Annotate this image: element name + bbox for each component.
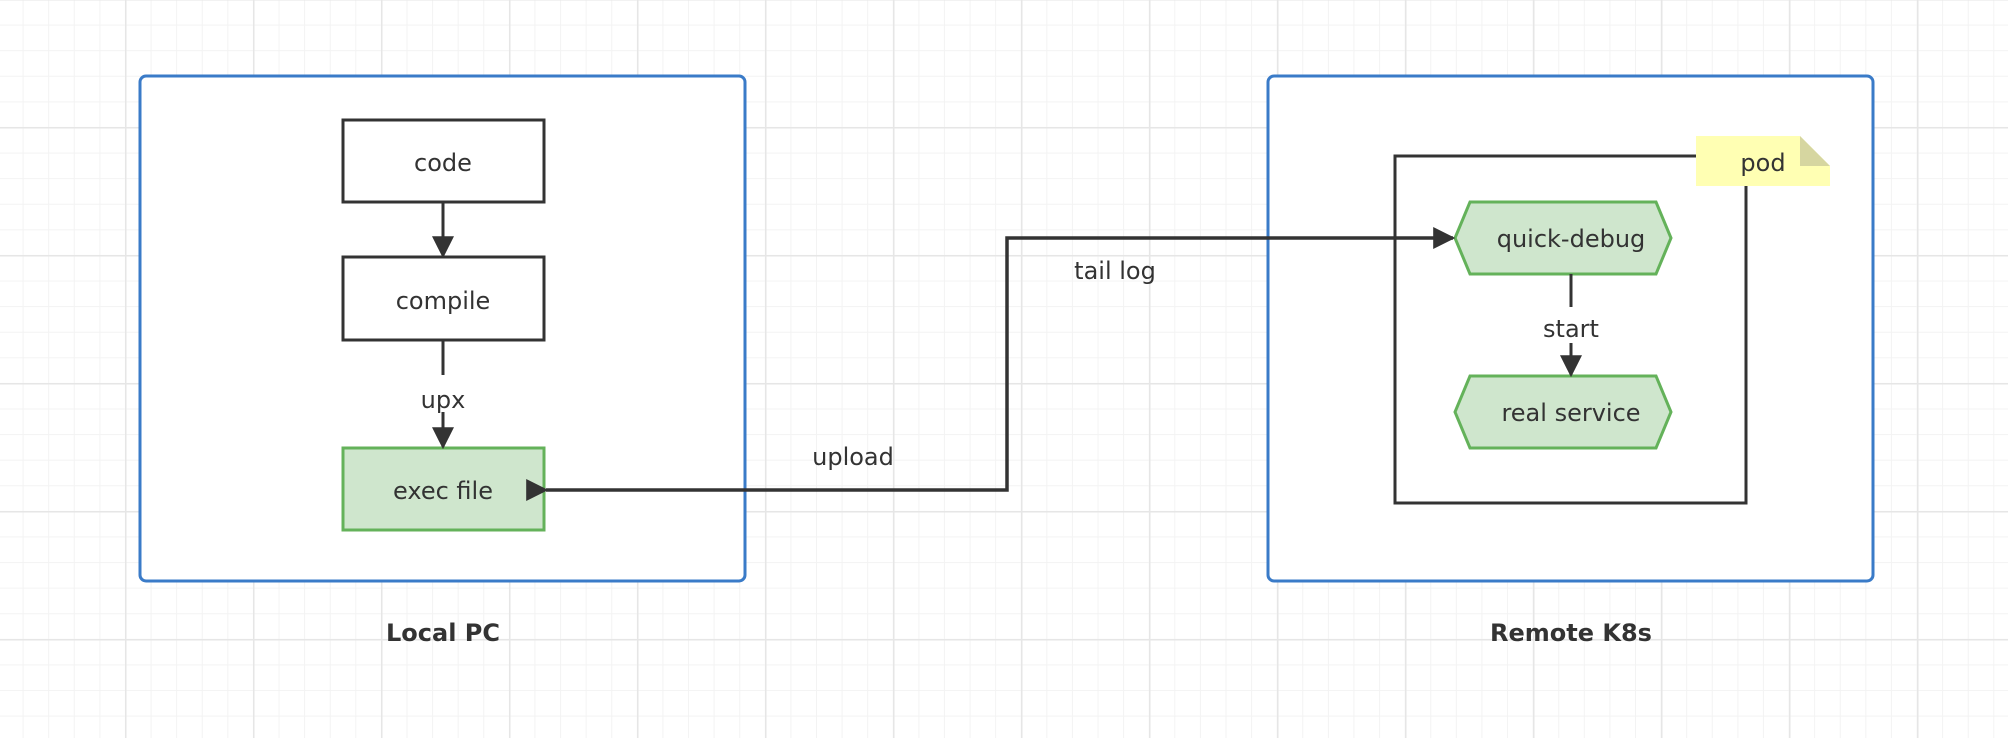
compile-node-label: compile — [396, 287, 491, 315]
quick-debug-node-label: quick-debug — [1497, 225, 1646, 253]
remote-k8s-label: Remote K8s — [1490, 619, 1652, 647]
pod-note[interactable] — [1696, 136, 1830, 186]
real-service-node-label: real service — [1501, 399, 1640, 427]
pod-note-fold — [1800, 136, 1830, 166]
tail-log-edge-label: tail log — [1074, 257, 1156, 285]
pod-container[interactable] — [1393, 154, 1748, 505]
upx-edge-label: upx — [421, 386, 466, 414]
start-edge-label: start — [1543, 315, 1599, 343]
exec-file-node-label: exec file — [393, 477, 493, 505]
upload-tail-log-connector[interactable] — [526, 227, 1456, 501]
pod-label: pod — [1740, 149, 1785, 177]
code-node-label: code — [414, 149, 472, 177]
upload-edge-label: upload — [812, 443, 894, 471]
local-pc-label: Local PC — [386, 619, 500, 647]
